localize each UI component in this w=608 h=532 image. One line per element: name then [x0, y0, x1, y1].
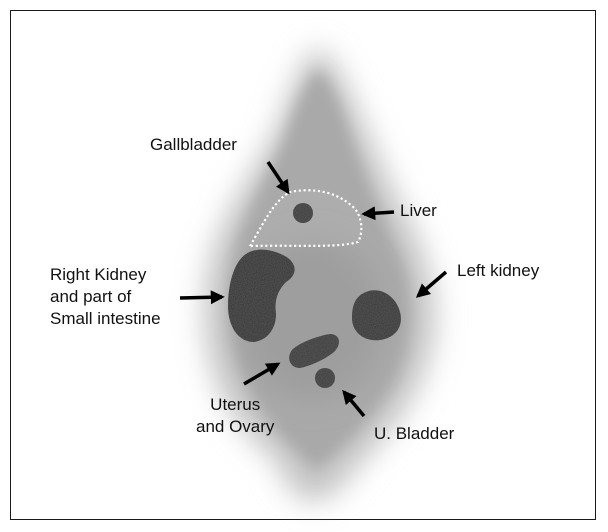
uterus-spot — [289, 334, 339, 368]
bladder-arrow — [342, 389, 366, 418]
right-kidney-spot — [228, 249, 295, 342]
label-right-kidney: Right Kidney and part of Small intestine — [50, 265, 161, 328]
label-left-kidney: Left kidney — [457, 261, 540, 280]
right-kidney-arrow — [179, 290, 225, 305]
liver-arrow — [361, 206, 395, 221]
label-liver: Liver — [400, 201, 437, 220]
left-kidney-arrow — [415, 270, 448, 298]
label-gallbladder: Gallbladder — [150, 135, 237, 154]
bladder-spot — [315, 368, 335, 388]
label-uterus-ovary: Uterus and Ovary — [196, 395, 275, 436]
gallbladder-arrow — [266, 161, 290, 195]
gallbladder-spot — [293, 203, 313, 223]
left-kidney-spot — [352, 290, 401, 341]
label-bladder: U. Bladder — [374, 424, 455, 443]
uterus-arrow — [243, 362, 281, 386]
